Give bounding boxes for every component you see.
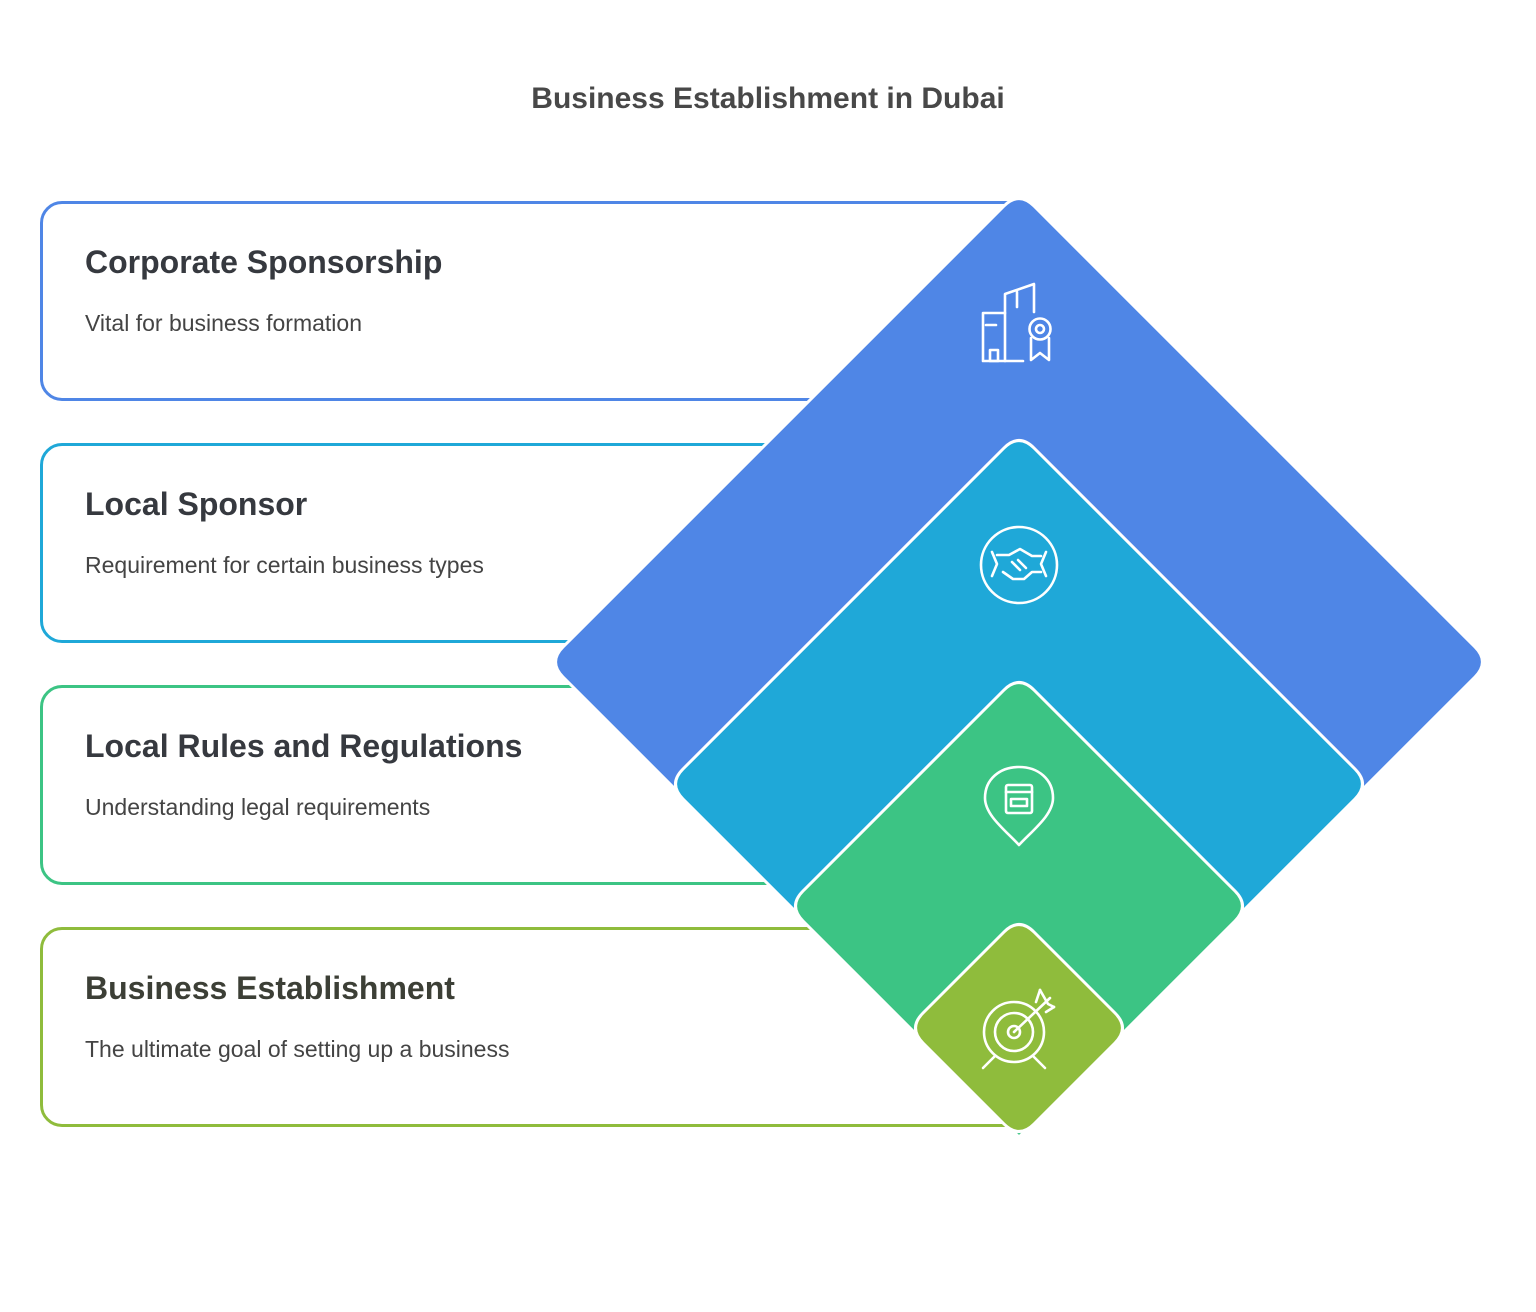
- card-description: The ultimate goal of setting up a busine…: [85, 1036, 510, 1062]
- target-arrow-icon: [981, 988, 1056, 1070]
- card-heading: Local Rules and Regulations: [85, 728, 523, 764]
- card-description: Requirement for certain business types: [85, 552, 484, 578]
- card-heading: Business Establishment: [85, 970, 455, 1006]
- card-heading: Corporate Sponsorship: [85, 244, 443, 280]
- card-description: Vital for business formation: [85, 310, 362, 336]
- diagram-title: Business Establishment in Dubai: [531, 82, 1005, 115]
- card-heading: Local Sponsor: [85, 486, 308, 522]
- handshake-icon: [979, 525, 1059, 605]
- card-description: Understanding legal requirements: [85, 794, 431, 820]
- location-document-icon: [983, 765, 1055, 847]
- card-corporate-sponsorship: Corporate Sponsorship Vital for business…: [40, 201, 1040, 401]
- diamond-level-3: [794, 681, 1244, 1140]
- corporate-building-badge-icon: [981, 282, 1052, 363]
